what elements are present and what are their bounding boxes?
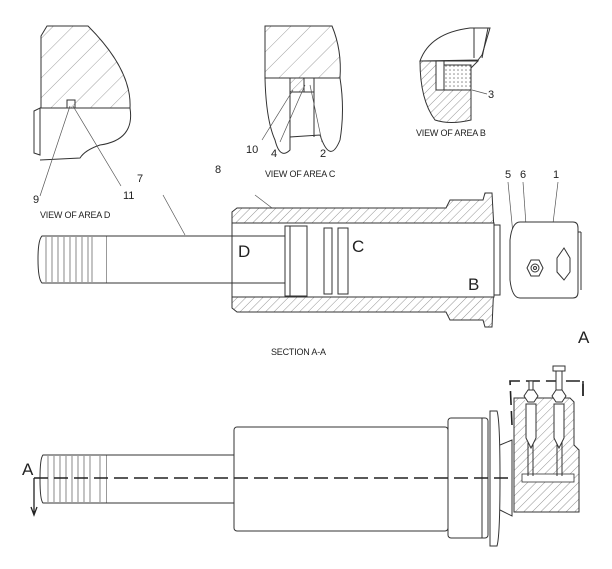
callout-7: 7 bbox=[137, 173, 143, 185]
section-caption: SECTION A-A bbox=[271, 347, 326, 357]
view-c-caption: VIEW OF AREA C bbox=[265, 169, 336, 179]
cut-label-a-top: A bbox=[578, 328, 590, 347]
callout-2: 2 bbox=[320, 148, 326, 160]
view-area-d: 9 11 VIEW OF AREA D bbox=[33, 25, 134, 220]
view-area-c: 10 4 2 VIEW OF AREA C bbox=[246, 25, 343, 179]
view-d-caption: VIEW OF AREA D bbox=[40, 210, 111, 220]
area-label-c: C bbox=[352, 237, 364, 256]
area-label-d: D bbox=[238, 242, 250, 261]
exterior-view: A A bbox=[22, 328, 590, 547]
view-area-b: 3 VIEW OF AREA B bbox=[416, 27, 494, 138]
callout-4: 4 bbox=[271, 148, 277, 160]
area-label-b: B bbox=[468, 275, 479, 294]
cut-label-a-left: A bbox=[22, 460, 34, 479]
callout-3: 3 bbox=[488, 89, 494, 101]
section-a-a: 7 8 5 6 1 bbox=[37, 164, 582, 357]
callout-9: 9 bbox=[33, 194, 39, 206]
callout-5: 5 bbox=[505, 169, 511, 181]
callout-10: 10 bbox=[246, 144, 258, 156]
callout-6: 6 bbox=[520, 169, 526, 181]
callout-8: 8 bbox=[215, 164, 221, 176]
callout-1: 1 bbox=[553, 169, 559, 181]
callout-11: 11 bbox=[123, 190, 134, 202]
view-b-caption: VIEW OF AREA B bbox=[416, 128, 486, 138]
